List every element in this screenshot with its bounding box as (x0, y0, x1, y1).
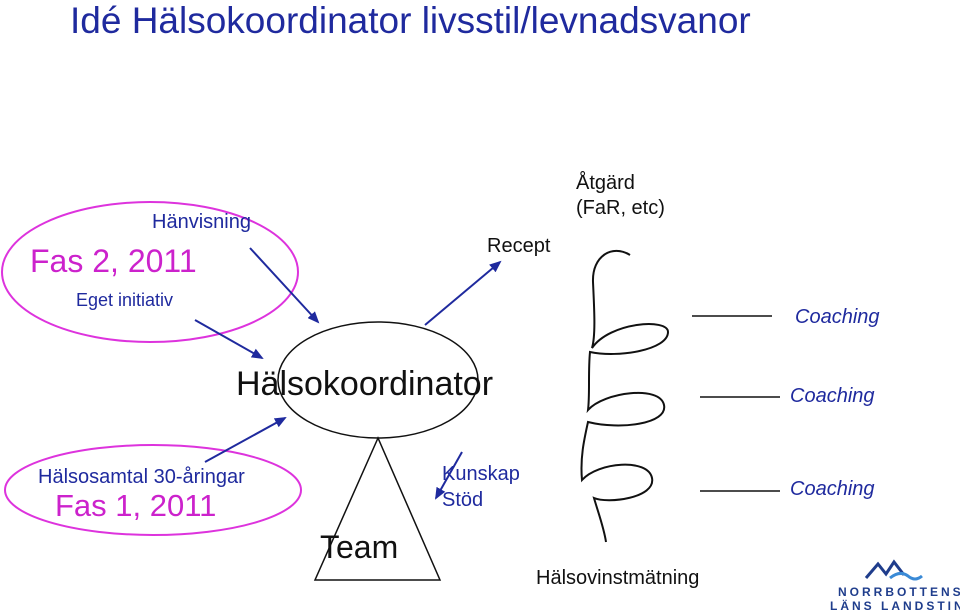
knowledge-label: Kunskap (442, 463, 520, 485)
action-label-line2: (FaR, etc) (576, 197, 665, 219)
slide-title: Idé Hälsokoordinator livsstil/levnadsvan… (70, 0, 751, 41)
arrow-referral (249, 247, 320, 324)
phase2-label: Fas 2, 2011 (30, 243, 197, 279)
logo-line2: LÄNS LANDSTING (830, 598, 960, 612)
support-label: Stöd (442, 489, 483, 511)
arrow-health-talk (204, 417, 287, 463)
prescription-label: Recept (487, 235, 551, 257)
phase1-ellipse (4, 444, 302, 536)
action-label-line1: Åtgärd (576, 171, 635, 194)
referral-label: Hänvisning (152, 211, 251, 233)
arrow-prescription (424, 260, 502, 326)
norrbotten-logo: NORRBOTTENS LÄNS LANDSTING (830, 559, 960, 612)
coaching-label-1: Coaching (795, 306, 880, 328)
coaching-label-2: Coaching (790, 385, 875, 407)
coaching-label-3: Coaching (790, 478, 875, 500)
measurement-label: Hälsovinstmätning (536, 567, 699, 589)
team-triangle (313, 436, 442, 581)
logo-line1: NORRBOTTENS (838, 585, 960, 599)
coordinator-label: Hälsokoordinator (236, 365, 493, 403)
arrow-own-initiative (194, 319, 264, 359)
health-talk-label: Hälsosamtal 30-åringar (38, 466, 245, 488)
coaching-spiral (580, 249, 670, 543)
own-initiative-label: Eget initiativ (76, 290, 173, 310)
logo-wave-icon (889, 571, 923, 581)
arrow-knowledge (435, 451, 463, 500)
logo-mark-icon (864, 559, 906, 579)
phase1-label: Fas 1, 2011 (55, 488, 216, 523)
team-label: Team (320, 529, 398, 565)
phase2-ellipse (1, 201, 299, 343)
